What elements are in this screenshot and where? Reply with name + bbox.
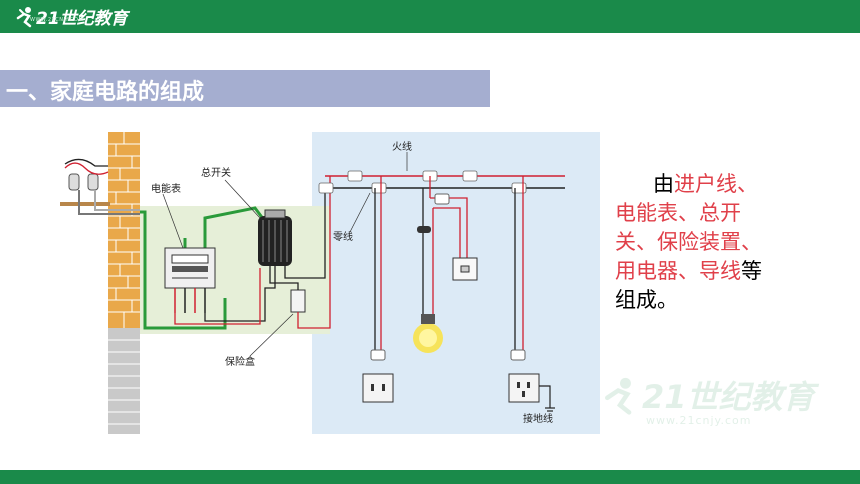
- watermark-text: 21世纪教育: [642, 378, 815, 416]
- desc-highlight: 进户线、电能表、总开关、保险装置、用电器、导线: [615, 172, 762, 283]
- fuse-box: [174, 188, 331, 329]
- section-title-bar: 一、家庭电路的组成: [0, 70, 490, 107]
- fire-line-label: 火线: [392, 140, 412, 153]
- desc-end: 组成。: [615, 288, 678, 312]
- household-circuit-diagram: 火线 电能表 总开关 零线 保险盒 接地线: [60, 132, 600, 434]
- socket-2-circuit: [508, 176, 555, 412]
- main-switch: [258, 209, 292, 266]
- bottom-banner: [0, 470, 860, 484]
- meter-label: 电能表: [151, 182, 181, 195]
- description-text: 由进户线、电能表、总开关、保险装置、用电器、导线等组成。: [615, 170, 775, 315]
- top-banner: 21世纪教育 WWW.21CNJY.COM: [0, 0, 860, 33]
- desc-suffix: 等: [741, 259, 762, 283]
- runner-logo-icon: [16, 6, 32, 27]
- watermark-runner-icon: [605, 377, 632, 415]
- green-wire-left: [140, 210, 227, 330]
- watermark: 21世纪教育 www.21cnjy.com: [600, 372, 830, 432]
- main-switch-label: 总开关: [201, 166, 231, 179]
- ground-line-label: 接地线: [523, 412, 553, 425]
- logo-text: 21世纪教育: [36, 9, 128, 29]
- brick-wall: [108, 132, 140, 434]
- fuse-box-label: 保险盒: [225, 355, 255, 368]
- watermark-url: www.21cnjy.com: [646, 414, 752, 427]
- section-title: 一、家庭电路的组成: [6, 80, 205, 105]
- socket-1-circuit: [362, 176, 394, 403]
- logo-url: WWW.21CNJY.COM: [30, 17, 84, 23]
- service-entrance: [60, 158, 140, 215]
- logo: 21世纪教育: [14, 3, 128, 30]
- energy-meter: [164, 247, 216, 313]
- indoor-panel: [312, 132, 600, 434]
- lamp-circuit: [413, 176, 478, 353]
- neutral-line-label: 零线: [333, 230, 353, 243]
- desc-prefix: 由: [653, 172, 674, 196]
